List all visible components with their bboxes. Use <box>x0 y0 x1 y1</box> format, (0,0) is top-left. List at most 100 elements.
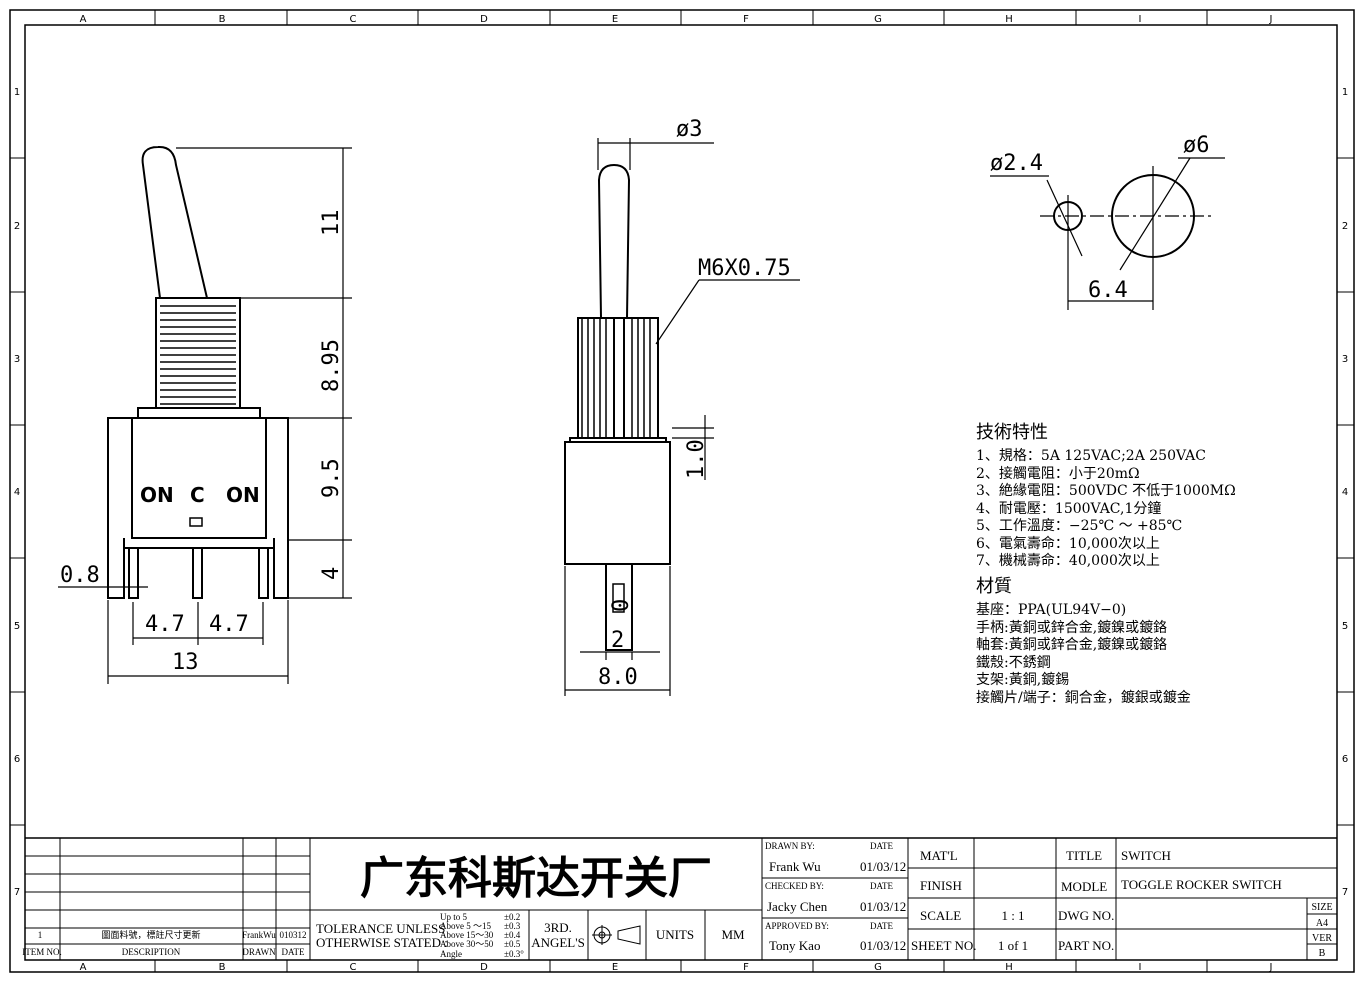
col-label: J <box>1269 14 1273 25</box>
spec-item: 4、耐電壓：1500VAC,1分鐘 <box>976 500 1161 517</box>
front-terminal <box>605 564 633 651</box>
side-dimension-lines <box>58 147 352 684</box>
approved-by: Tony Kao <box>769 938 820 953</box>
front-terminal-slot <box>612 583 625 613</box>
units-label: UNITS <box>656 927 694 942</box>
checked-by: Jacky Chen <box>767 899 828 914</box>
front-dimension-lines <box>564 138 800 696</box>
spec-item: 2、接觸電阻：小于20mΩ <box>976 465 1140 482</box>
col-label: H <box>1005 962 1013 973</box>
dim-lever-length: 11 <box>319 210 344 237</box>
sheet-value: 1 of 1 <box>998 938 1028 953</box>
bushing <box>155 297 241 409</box>
dim-front-width: 8.0 <box>598 665 638 690</box>
date-label: DATE <box>870 921 893 931</box>
col-label: B <box>219 962 226 973</box>
header-date: DATE <box>282 947 305 957</box>
spec-item: 5、工作溫度：−25℃ ～ +85℃ <box>976 518 1182 534</box>
row-label: 7 <box>14 887 20 898</box>
col-label: B <box>219 14 226 25</box>
front-lever <box>597 163 631 319</box>
panel-cutout-view <box>990 157 1225 310</box>
col-label: G <box>874 14 882 25</box>
tolerance-range: Above 30～50 <box>440 939 494 949</box>
row-label: 6 <box>14 754 20 765</box>
col-label: I <box>1139 14 1142 25</box>
spec-item: 6、電氣壽命：10,000次以上 <box>976 535 1160 552</box>
bracket-right <box>266 417 289 599</box>
header-item-no: ITEM NO. <box>22 947 62 957</box>
spec-item: 3、絶緣電阻：500VDC 不低于1000MΩ <box>976 483 1236 499</box>
tolerance-line1: TOLERANCE UNLESS <box>316 921 445 936</box>
approved-by-label: APPROVED BY: <box>765 921 829 931</box>
material-heading: 材質 <box>976 576 1012 597</box>
tolerance-range: Up to 5 <box>440 912 468 922</box>
material-item: 支架:黃銅,鍍錫 <box>976 671 1069 688</box>
front-bushing <box>577 317 659 439</box>
checked-by-label: CHECKED BY: <box>765 881 824 891</box>
matl-label: MAT'L <box>920 848 958 863</box>
company-name: 广东科斯达开关厂 <box>360 853 712 904</box>
lever <box>141 145 208 299</box>
dim-lever-diameter: ø3 <box>676 117 703 142</box>
projection-line2: ANGEL'S <box>531 935 585 950</box>
dim-thread-spec: M6X0.75 <box>698 256 791 281</box>
material-item: 手柄:黃銅或鋅合金,鍍鎳或鍍鉻 <box>976 619 1167 636</box>
dim-bushing-length: 8.95 <box>319 339 344 392</box>
row-label: 5 <box>1342 621 1348 632</box>
tolerance-line2: OTHERWISE STATED : <box>316 935 448 950</box>
dim-overall-width: 13 <box>172 650 199 675</box>
row-labels: 1 2 3 4 5 6 7 1 2 3 4 5 6 7 <box>14 87 1348 898</box>
tolerance-value: ±0.2 <box>504 912 520 922</box>
dim-terminal-width: 2 <box>611 628 624 653</box>
revision-date: 010312 <box>280 930 307 940</box>
model-value: TOGGLE ROCKER SWITCH <box>1121 877 1282 892</box>
side-view <box>107 145 289 599</box>
title-value: SWITCH <box>1121 848 1171 863</box>
column-labels: A B C D E F G H I J A B C D E F G H I J <box>80 14 1273 973</box>
ver-label: VER <box>1312 933 1332 944</box>
dim-terminal-length: 4 <box>319 567 344 580</box>
tolerance-table: Up to 5 Above 5 ～15 Above 15～30 Above 30… <box>440 912 524 959</box>
dim-body-height: 9.5 <box>319 458 344 498</box>
front-body <box>564 441 671 565</box>
dim-flange-thickness: 1.0 <box>684 439 709 479</box>
row-label: 2 <box>14 221 20 232</box>
date-label: DATE <box>870 841 893 851</box>
col-label: F <box>743 962 749 973</box>
marking-on-right: ON <box>226 483 260 507</box>
units-value: MM <box>721 927 745 942</box>
col-label: D <box>480 962 488 973</box>
dwg-label: DWG NO. <box>1058 908 1114 923</box>
dim-hole-spacing: 6.4 <box>1088 278 1128 303</box>
row-label: 3 <box>1342 354 1348 365</box>
revision-item: 1 <box>38 930 43 940</box>
size-value: A4 <box>1316 918 1328 929</box>
thread-lines <box>160 305 236 405</box>
ver-value: B <box>1319 948 1326 959</box>
spec-item: 1、規格：5A 125VAC;2A 250VAC <box>976 448 1206 464</box>
marking-on-left: ON <box>140 483 174 507</box>
col-label: A <box>80 14 87 25</box>
col-label: H <box>1005 14 1013 25</box>
outer-border <box>9 9 1355 973</box>
dim-small-hole-diameter: ø2.4 <box>990 151 1043 176</box>
row-label: 4 <box>14 487 20 498</box>
tolerance-range: Above 5 ～15 <box>440 921 491 931</box>
tolerance-value: ±0.4 <box>504 930 521 940</box>
col-label: F <box>743 14 749 25</box>
col-label: G <box>874 962 882 973</box>
row-label: 3 <box>14 354 20 365</box>
size-label: SIZE <box>1311 902 1332 913</box>
dim-pitch-left: 4.7 <box>145 612 185 637</box>
row-label: 1 <box>1342 87 1348 98</box>
dim-terminal-height: 0 <box>609 599 634 612</box>
col-label: D <box>480 14 488 25</box>
frame-ticks <box>10 10 1354 972</box>
col-label: I <box>1139 962 1142 973</box>
marking-center: C <box>190 483 205 507</box>
tolerance-value: ±0.3° <box>504 949 524 959</box>
title-block-grid <box>25 838 1337 960</box>
drawn-by: Frank Wu <box>769 859 821 874</box>
approved-date: 01/03/12 <box>860 938 906 953</box>
